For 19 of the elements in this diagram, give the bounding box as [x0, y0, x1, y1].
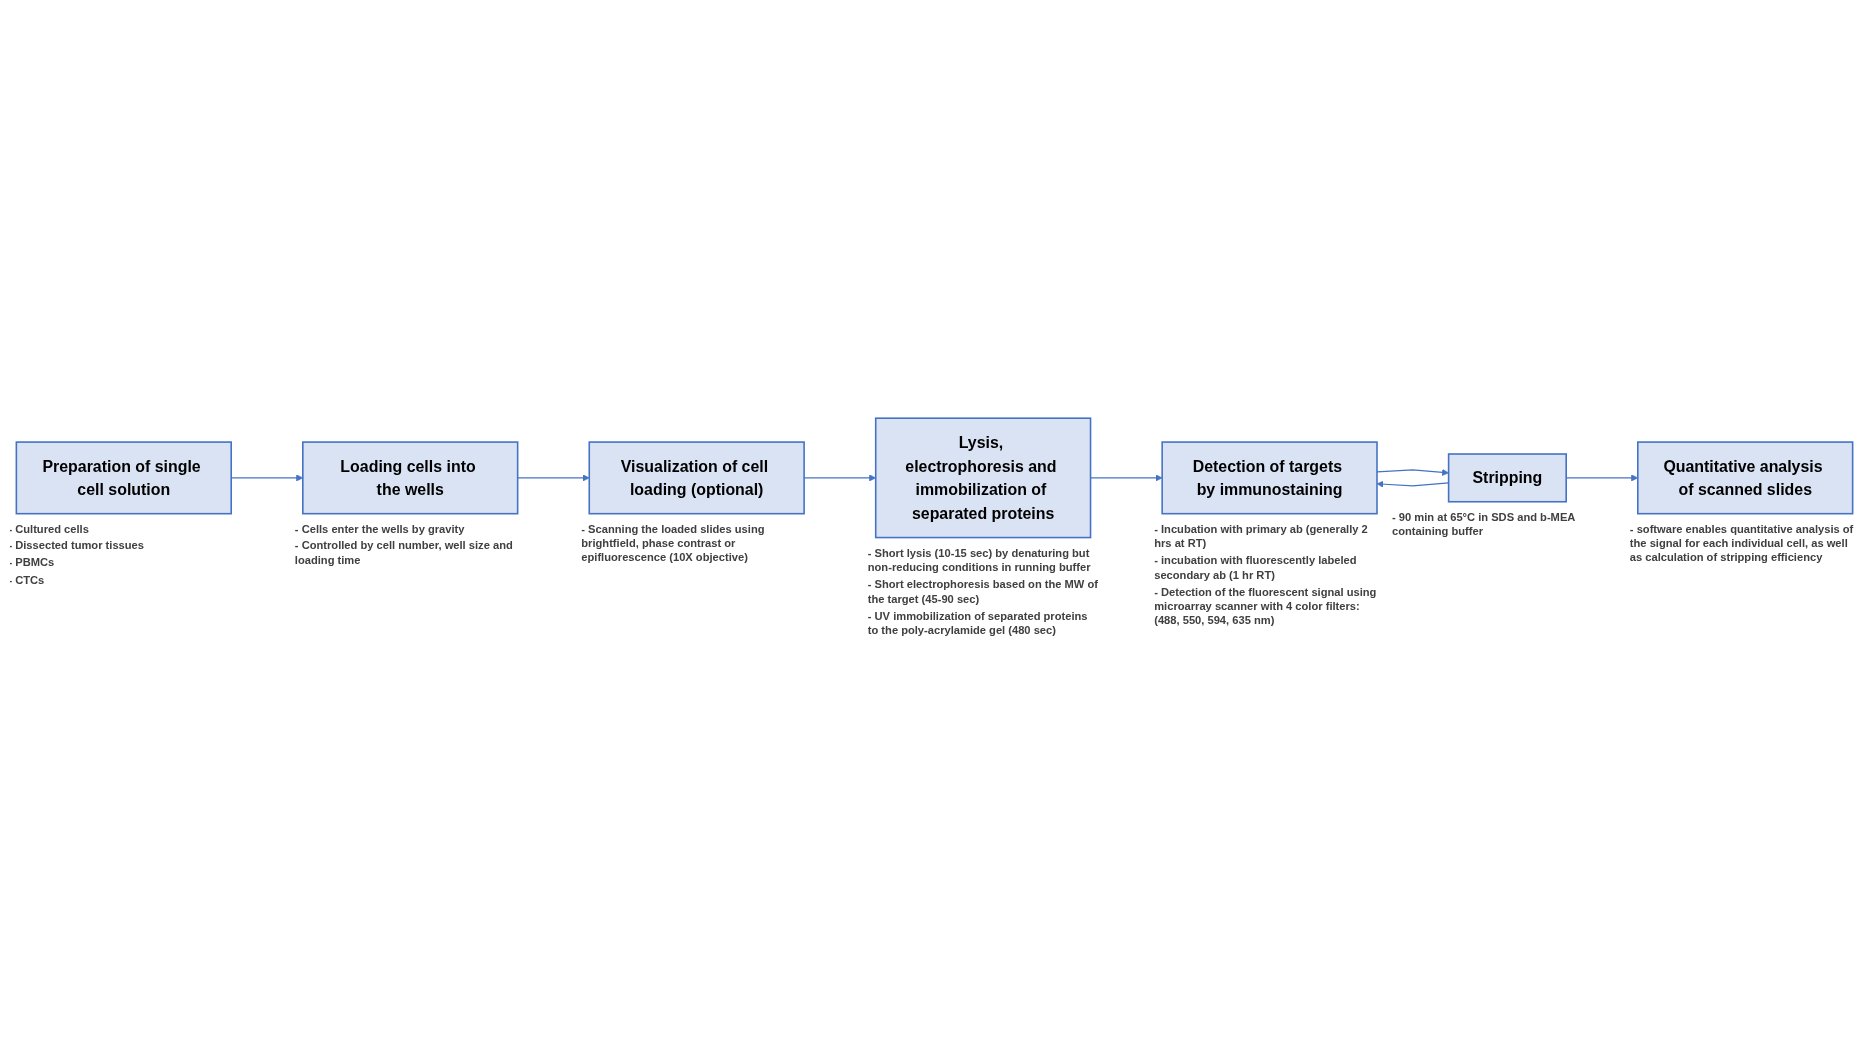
process-box: Loading cells into the wells: [302, 441, 519, 515]
bullet-text: - software enables quantitative analysis of the signal for each individual cell, as well as calculation of stripping efficiency: [1629, 521, 1855, 566]
bullet-text: - Short lysis (10-15 sec) by denaturing but non-reducing conditions in running buffer: [867, 545, 1092, 575]
bullet-text: - 90 min at 65°C in SDS and b-MEA containing buffer: [1392, 509, 1576, 539]
bullet-text: - Cells enter the wells by gravity: [294, 521, 466, 537]
bullet-text: - Incubation with primary ab (generally 2 hrs at RT): [1154, 521, 1369, 551]
bullet-text: - Detection of the fluorescent signal using microarray scanner with 4 color filters: (488, 550, 594, 635 nm): [1154, 584, 1378, 628]
bullet-text: - Scanning the loaded slides using brightfield, phase contrast or epifluorescence (10X objective): [581, 521, 766, 566]
bullet-text: - UV immobilization of separated proteins to the poly-acrylamide gel (480 sec): [867, 608, 1089, 638]
process-box: Preparation of single cell solution: [15, 441, 232, 515]
process-box: Visualization of cell loading (optional): [588, 441, 805, 515]
bullet-text: - Short electrophoresis based on the MW of the target (45-90 sec): [867, 576, 1099, 606]
process-box: Stripping: [1447, 453, 1567, 503]
bullet-text: - incubation with fluorescently labeled secondary ab (1 hr RT): [1154, 553, 1358, 582]
bullet-text: - Controlled by cell number, well size and loading time: [294, 538, 514, 568]
process-box: Lysis, electrophoresis and immobilization of separated proteins: [874, 417, 1092, 539]
process-box: Detection of targets by immunostaining: [1161, 441, 1378, 515]
arrow: [517, 474, 590, 482]
process-box: Quantitative analysis of scanned slides: [1637, 441, 1854, 515]
